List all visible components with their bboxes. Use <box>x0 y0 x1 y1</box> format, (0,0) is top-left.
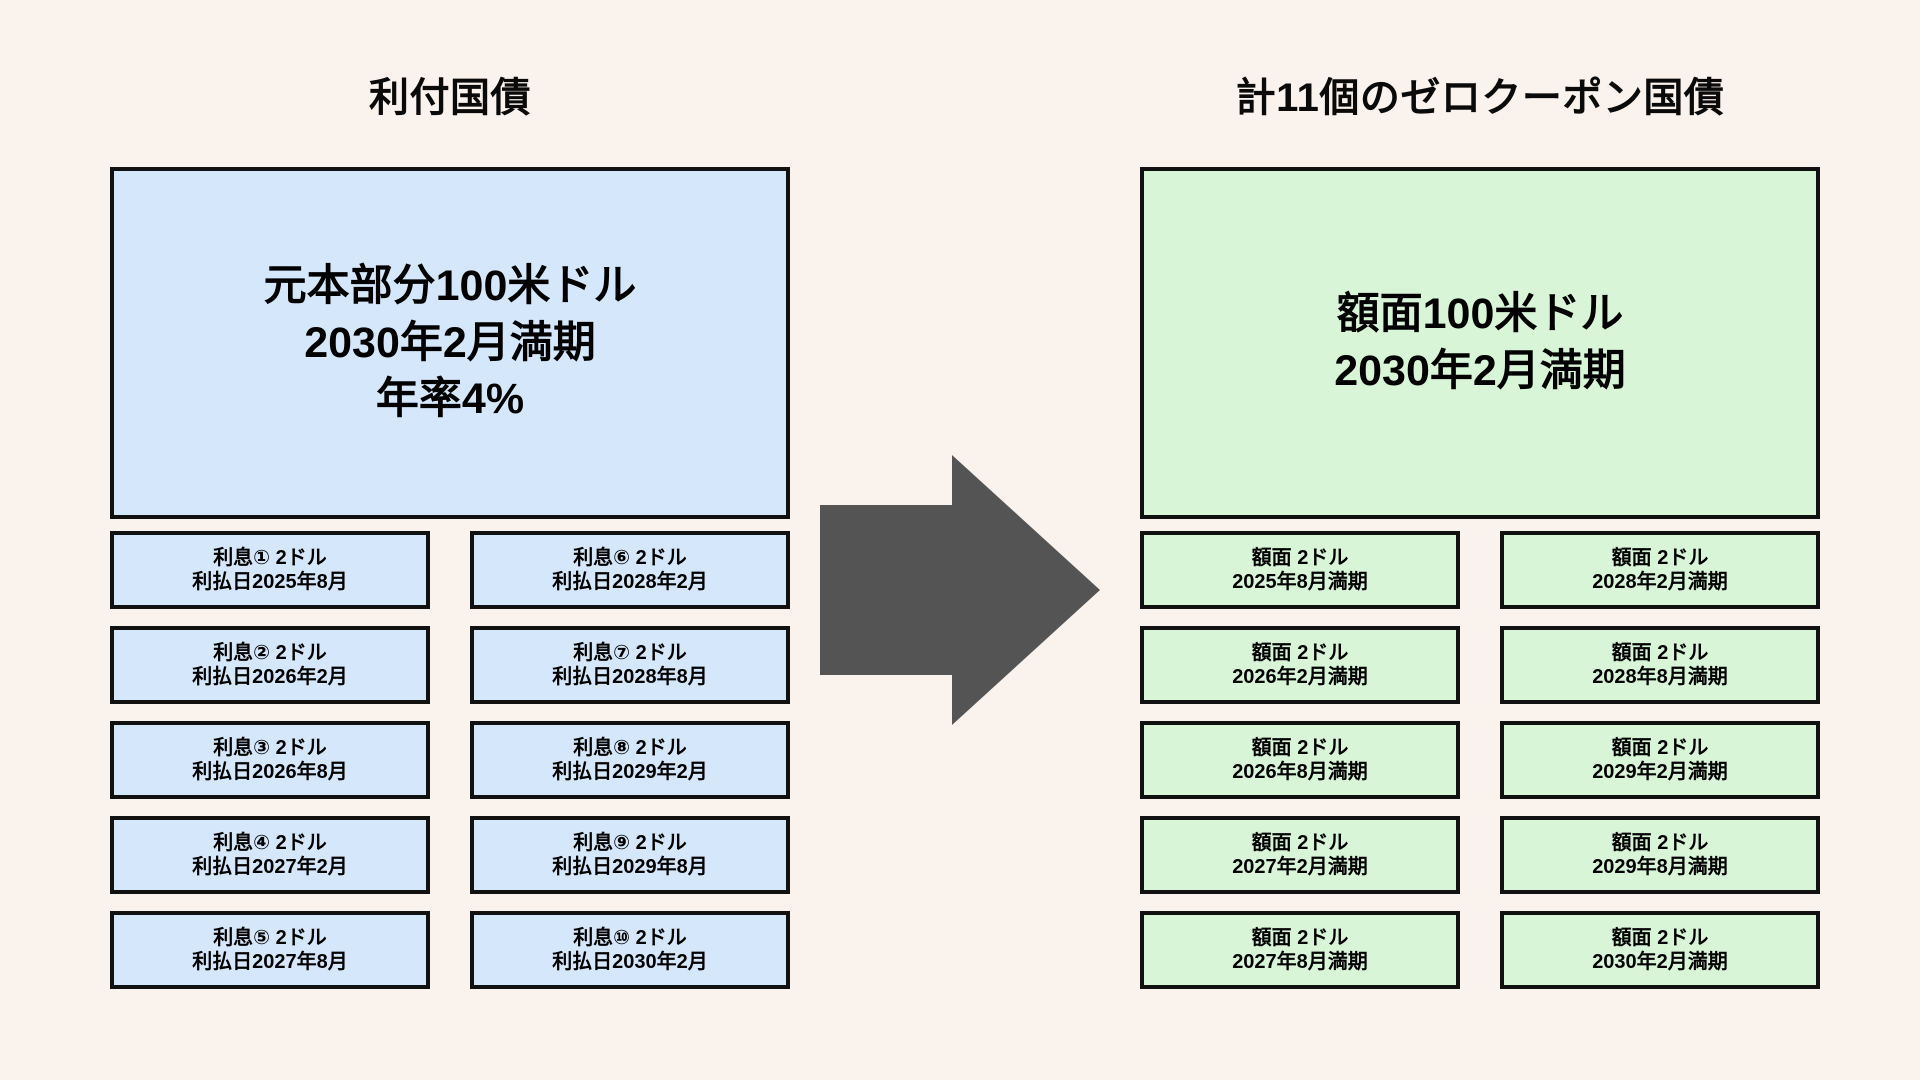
strip-card-1: 額面 2ドル 2025年8月満期 <box>1140 531 1460 609</box>
strip-maturity: 2027年2月満期 <box>1232 856 1368 878</box>
principal-box: 元本部分100米ドル 2030年2月満期 年率4% <box>110 167 790 519</box>
coupon-grid: 利息① 2ドル 利払日2025年8月 利息⑥ 2ドル 利払日2028年2月 利息… <box>110 531 790 989</box>
strip-card-5: 額面 2ドル 2027年8月満期 <box>1140 911 1460 989</box>
strip-maturity: 2025年8月満期 <box>1232 571 1368 593</box>
strip-maturity: 2028年2月満期 <box>1592 571 1728 593</box>
coupon-date: 利払日2028年2月 <box>552 571 708 593</box>
strip-amount: 額面 2ドル <box>1251 926 1349 949</box>
coupon-date: 利払日2027年2月 <box>192 856 348 878</box>
coupon-date: 利払日2026年8月 <box>192 761 348 783</box>
coupon-card-4: 利息④ 2ドル 利払日2027年2月 <box>110 816 430 894</box>
principal-line-2: 2030年2月満期 <box>304 318 596 367</box>
coupon-amount: 利息⑧ 2ドル <box>573 736 687 759</box>
strip-maturity: 2030年2月満期 <box>1592 951 1728 973</box>
coupon-card-3: 利息③ 2ドル 利払日2026年8月 <box>110 721 430 799</box>
coupon-date: 利払日2028年8月 <box>552 666 708 688</box>
coupon-date: 利払日2030年2月 <box>552 951 708 973</box>
strip-amount: 額面 2ドル <box>1611 736 1709 759</box>
right-arrow-icon <box>820 455 1100 725</box>
coupon-date: 利払日2026年2月 <box>192 666 348 688</box>
coupon-card-10: 利息⑩ 2ドル 利払日2030年2月 <box>470 911 790 989</box>
coupon-date: 利払日2027年8月 <box>192 951 348 973</box>
coupon-amount: 利息⑥ 2ドル <box>573 546 687 569</box>
coupon-amount: 利息③ 2ドル <box>213 736 327 759</box>
coupon-date: 利払日2029年8月 <box>552 856 708 878</box>
strip-amount: 額面 2ドル <box>1611 831 1709 854</box>
strip-maturity: 2029年8月満期 <box>1592 856 1728 878</box>
left-panel-title: 利付国債 <box>369 76 531 120</box>
strip-amount: 額面 2ドル <box>1251 831 1349 854</box>
strip-maturity: 2026年2月満期 <box>1232 666 1368 688</box>
principal-line-1: 元本部分100米ドル <box>263 261 637 310</box>
coupon-amount: 利息⑦ 2ドル <box>573 641 687 664</box>
coupon-card-6: 利息⑥ 2ドル 利払日2028年2月 <box>470 531 790 609</box>
strip-card-8: 額面 2ドル 2029年2月満期 <box>1500 721 1820 799</box>
coupon-card-7: 利息⑦ 2ドル 利払日2028年8月 <box>470 626 790 704</box>
coupon-amount: 利息⑩ 2ドル <box>573 926 687 949</box>
coupon-card-9: 利息⑨ 2ドル 利払日2029年8月 <box>470 816 790 894</box>
coupon-amount: 利息④ 2ドル <box>213 831 327 854</box>
coupon-card-8: 利息⑧ 2ドル 利払日2029年2月 <box>470 721 790 799</box>
strip-maturity: 2028年8月満期 <box>1592 666 1728 688</box>
strip-amount: 額面 2ドル <box>1251 641 1349 664</box>
strip-card-4: 額面 2ドル 2027年2月満期 <box>1140 816 1460 894</box>
strip-amount: 額面 2ドル <box>1611 546 1709 569</box>
strip-maturity: 2027年8月満期 <box>1232 951 1368 973</box>
coupon-amount: 利息⑨ 2ドル <box>573 831 687 854</box>
strip-card-7: 額面 2ドル 2028年8月満期 <box>1500 626 1820 704</box>
strip-card-3: 額面 2ドル 2026年8月満期 <box>1140 721 1460 799</box>
face-value-box: 額面100米ドル 2030年2月満期 <box>1140 167 1820 519</box>
coupon-card-5: 利息⑤ 2ドル 利払日2027年8月 <box>110 911 430 989</box>
face-value-line-1: 額面100米ドル <box>1336 290 1624 339</box>
strip-card-10: 額面 2ドル 2030年2月満期 <box>1500 911 1820 989</box>
strip-maturity: 2029年2月満期 <box>1592 761 1728 783</box>
coupon-amount: 利息② 2ドル <box>213 641 327 664</box>
strip-amount: 額面 2ドル <box>1251 736 1349 759</box>
right-panel-title: 計11個のゼロクーポン国債 <box>1235 76 1725 120</box>
strip-card-2: 額面 2ドル 2026年2月満期 <box>1140 626 1460 704</box>
strip-amount: 額面 2ドル <box>1251 546 1349 569</box>
coupon-card-1: 利息① 2ドル 利払日2025年8月 <box>110 531 430 609</box>
coupon-card-2: 利息② 2ドル 利払日2026年2月 <box>110 626 430 704</box>
coupon-amount: 利息① 2ドル <box>213 546 327 569</box>
strip-card-9: 額面 2ドル 2029年8月満期 <box>1500 816 1820 894</box>
strip-amount: 額面 2ドル <box>1611 926 1709 949</box>
principal-line-3: 年率4% <box>375 375 525 424</box>
coupon-date: 利払日2025年8月 <box>192 571 348 593</box>
strip-card-6: 額面 2ドル 2028年2月満期 <box>1500 531 1820 609</box>
coupon-date: 利払日2029年2月 <box>552 761 708 783</box>
strip-maturity: 2026年8月満期 <box>1232 761 1368 783</box>
strip-grid: 額面 2ドル 2025年8月満期 額面 2ドル 2028年2月満期 額面 2ドル… <box>1140 531 1820 989</box>
face-value-line-2: 2030年2月満期 <box>1334 347 1626 395</box>
coupon-amount: 利息⑤ 2ドル <box>213 926 327 949</box>
strip-amount: 額面 2ドル <box>1611 641 1709 664</box>
